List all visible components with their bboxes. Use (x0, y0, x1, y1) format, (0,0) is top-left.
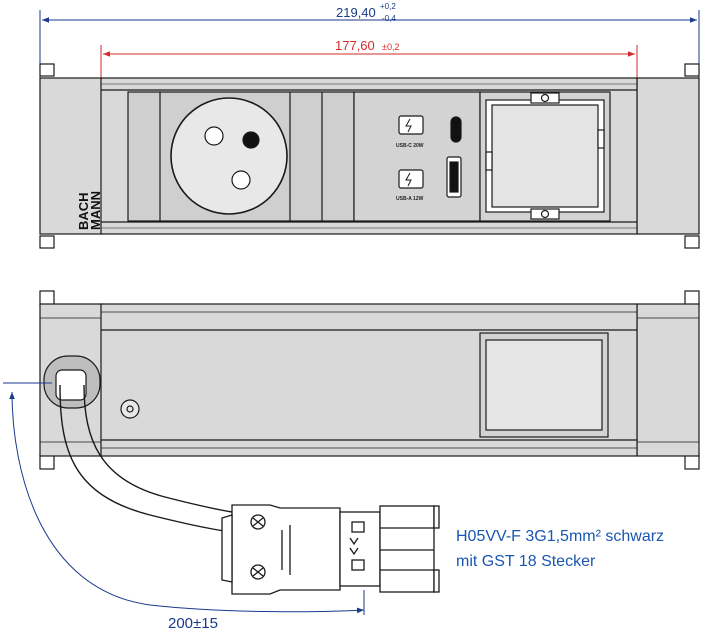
socket-hole-bottom (231, 170, 251, 190)
brand-line1: BACH (76, 192, 91, 230)
usb-c-charge-icon (398, 115, 424, 135)
mounting-screw (120, 399, 140, 419)
left-end-cap (39, 77, 103, 235)
cable-length-value: 200±15 (168, 615, 218, 632)
usb-c-label: USB-C 20W (396, 143, 424, 149)
cable-note-line1: H05VV-F 3G1,5mm² schwarz (456, 528, 664, 545)
rear-view (39, 290, 700, 470)
socket-face (170, 97, 288, 215)
overall-tolerance-lower: -0,4 (382, 14, 396, 23)
brand-logo: BACH MANN (76, 191, 103, 230)
socket-earth-pin (242, 131, 260, 149)
inner-dimension-value: 177,60 (335, 38, 375, 53)
front-view (39, 63, 700, 249)
overall-tolerance-upper: +0,2 (380, 2, 396, 11)
rear-right-end-cap (636, 303, 700, 457)
socket-hole-left (204, 126, 224, 146)
dimension-inner: 177,60 ±0,2 (100, 38, 638, 80)
overall-dimension-value: 219,40 (336, 5, 376, 20)
dimension-cable-length: 200±15 (3, 382, 365, 632)
usb-c-port (450, 116, 462, 143)
cable-note-line2: mit GST 18 Stecker (456, 553, 596, 570)
usb-a-charge-icon (398, 169, 424, 189)
usb-a-label: USB-A 12W (396, 196, 424, 202)
right-end-cap (636, 77, 700, 235)
inner-dimension-tolerance: ±0,2 (382, 42, 399, 52)
cable-note: H05VV-F 3G1,5mm² schwarz mit GST 18 Stec… (456, 528, 664, 570)
brand-line2: MANN (88, 191, 103, 230)
gst18-connector (221, 504, 440, 595)
dimension-overall: 219,40 +0,2 -0,4 (39, 2, 700, 80)
